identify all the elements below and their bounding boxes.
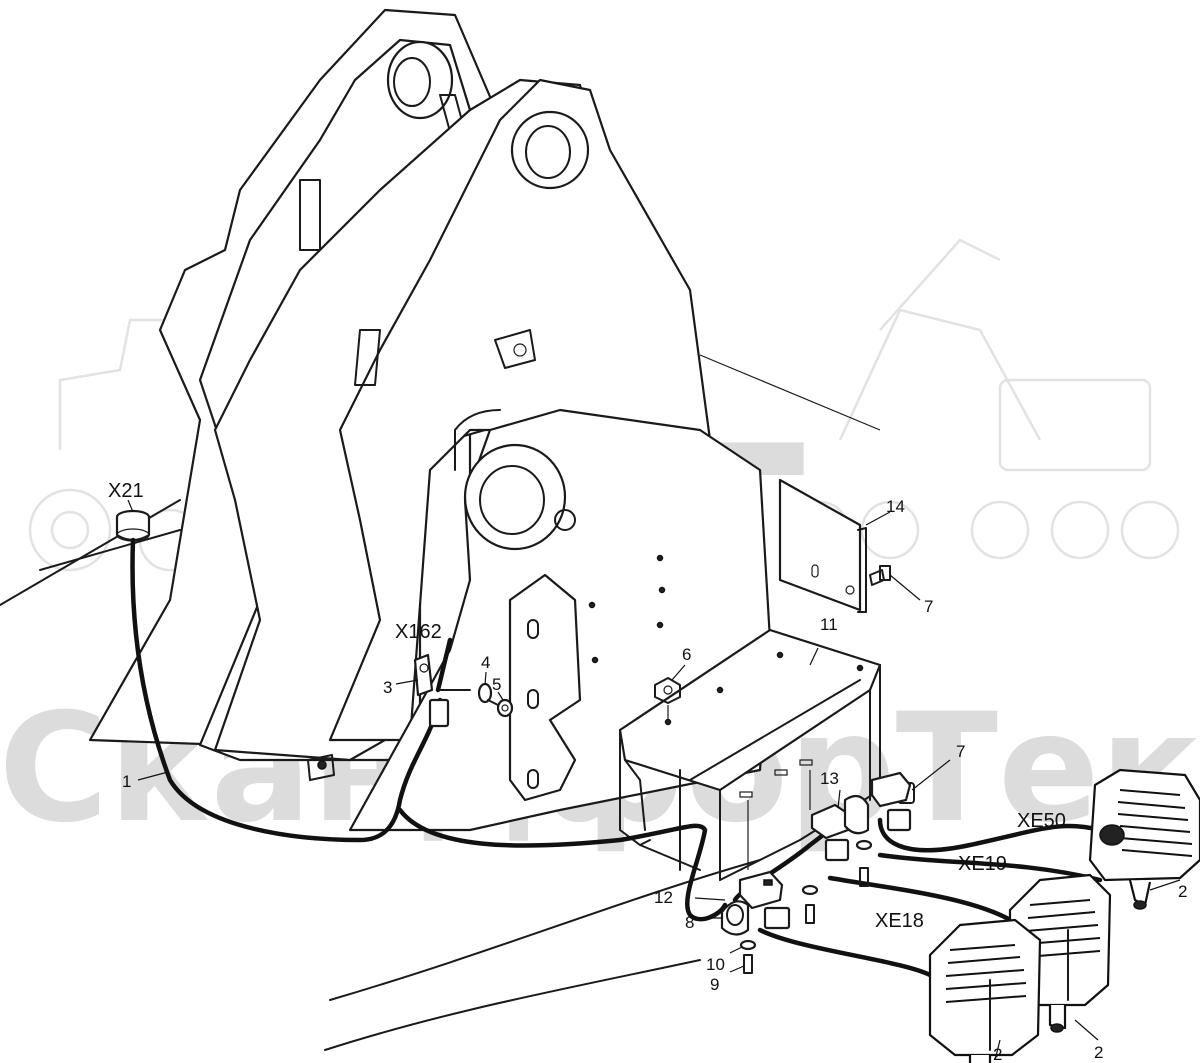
relay-13 [810,771,912,840]
washer-4 [477,682,493,704]
label-9: 9 [710,975,719,994]
label-x162: X162 [395,621,442,643]
washer-10 [739,839,873,951]
label-6: 6 [682,645,691,664]
label-12: 12 [654,888,673,907]
relay-12 [738,870,784,910]
connector-block-a [763,906,791,930]
work-lamp-xe18 [928,918,1042,1063]
label-2-xe50: 2 [1178,882,1187,901]
cover-plate-14 [778,478,867,613]
connector-x21 [115,509,151,542]
label-11: 11 [820,615,838,634]
label-xe50: XE50 [1017,810,1066,832]
cable-harness [130,537,1103,978]
nut-5 [487,698,514,718]
watermark-excavator-icon [790,238,1180,560]
callout-labels: X21 X162 XE50 XE19 XE18 1 2 2 2 3 4 5 6 … [108,480,1187,1063]
label-7-lower: 7 [956,742,965,761]
label-10: 10 [706,955,725,974]
label-7-upper: 7 [924,597,933,616]
assembly-guide-lines [667,705,871,870]
label-5: 5 [492,675,501,694]
label-xe18: XE18 [875,910,924,932]
label-4: 4 [481,653,490,672]
connector-block-b [824,808,912,862]
connector-x162 [413,653,471,728]
screw-9 [743,867,869,974]
label-13: 13 [820,769,839,788]
nut-6 [654,677,681,704]
label-2-xe18: 2 [993,1045,1002,1063]
frame-assembly [0,8,881,1051]
bolt-7-upper [869,565,891,586]
clamp-8 [720,900,750,936]
label-xe19: XE19 [958,853,1007,875]
label-14: 14 [886,497,905,516]
callout-leaders [127,499,1181,1061]
label-3: 3 [383,678,392,697]
work-lamp-xe50 [1088,768,1200,910]
label-1: 1 [122,772,131,791]
label-8: 8 [685,913,694,932]
label-2-xe19: 2 [1094,1043,1103,1062]
label-x21: X21 [108,480,144,502]
